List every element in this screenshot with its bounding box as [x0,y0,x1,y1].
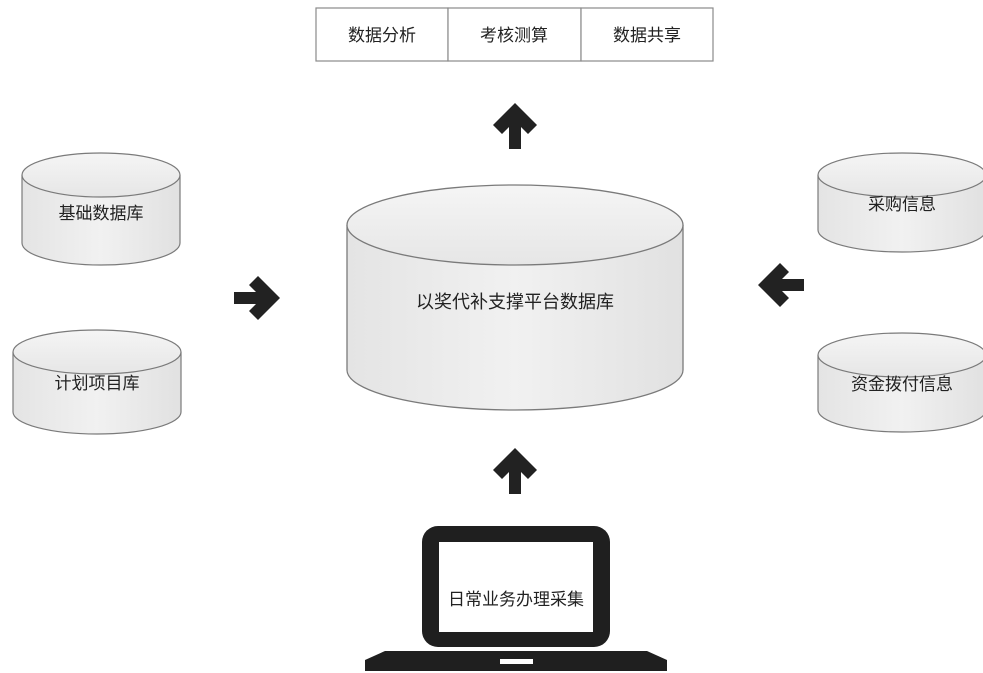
center-database: 以奖代补支撑平台数据库 [346,184,684,411]
right-database-funding-label: 资金拨付信息 [851,375,953,395]
output-label-analysis: 数据分析 [348,26,416,46]
output-boxes: 数据分析 考核测算 数据共享 [315,7,714,62]
output-label-assessment: 考核测算 [480,26,548,46]
right-database-procurement-label: 采购信息 [868,195,936,215]
arrow-up-bottom-icon [493,448,537,494]
output-label-sharing: 数据共享 [613,26,681,46]
left-database-plan: 计划项目库 [12,329,182,435]
right-database-funding: 资金拨付信息 [817,332,983,433]
arrow-left-icon [758,263,804,307]
left-database-basic: 基础数据库 [21,152,181,266]
laptop-label: 日常业务办理采集 [448,590,584,610]
arrow-right-icon [234,276,280,320]
laptop-screen [439,542,593,632]
laptop-trackpad [500,659,533,664]
arrow-up-icon [493,103,537,149]
laptop-icon: 日常业务办理采集 [365,526,667,671]
center-database-label: 以奖代补支撑平台数据库 [416,292,614,313]
left-database-plan-label: 计划项目库 [55,374,140,394]
output-box-analysis [315,7,449,62]
output-box-sharing [580,7,714,62]
output-box-assessment [447,7,582,62]
right-database-procurement: 采购信息 [817,152,983,253]
left-database-basic-label: 基础数据库 [59,204,144,224]
